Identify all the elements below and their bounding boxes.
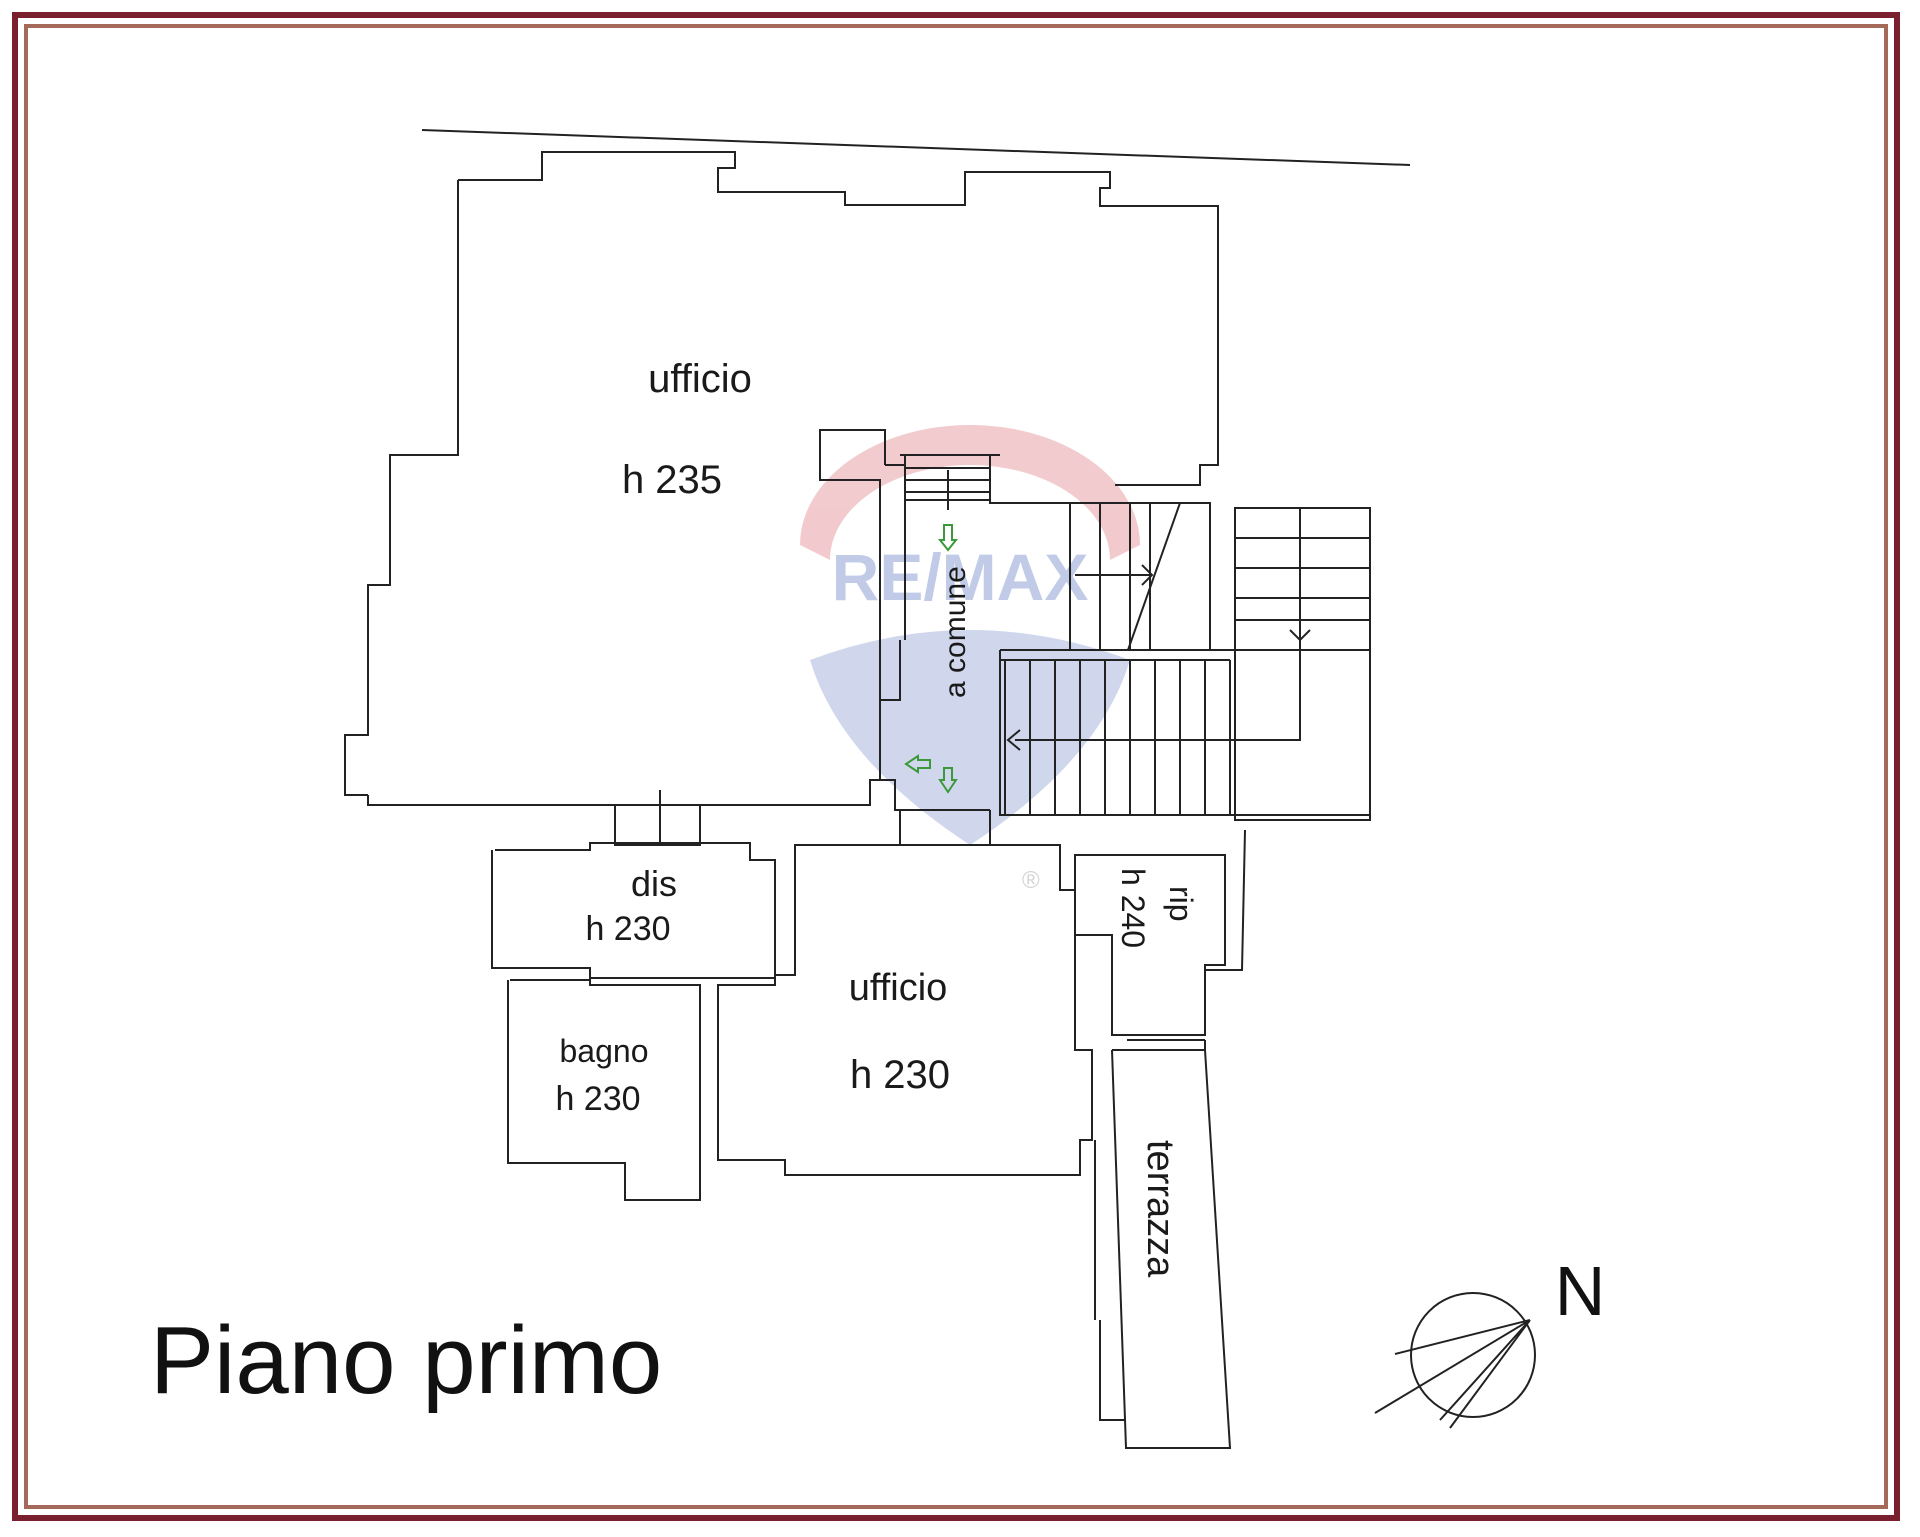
room-a-comune: a comune <box>939 566 972 698</box>
room-rip: rip <box>1163 886 1199 922</box>
remax-watermark: RE/MAX ® <box>800 425 1140 894</box>
page-title: Piano primo <box>150 1307 662 1414</box>
room-rip-height: h 240 <box>1115 868 1151 948</box>
room-ufficio-lower-height: h 230 <box>850 1053 950 1097</box>
room-ufficio-main: ufficio <box>648 357 752 401</box>
room-ufficio-main-height: h 235 <box>622 458 722 502</box>
inner-frame <box>24 24 1888 1509</box>
walls <box>344 129 1411 1449</box>
room-dis: dis <box>631 863 677 904</box>
room-terrazza: terrazza <box>1139 1140 1181 1278</box>
room-bagno-height: h 230 <box>555 1080 640 1118</box>
outer-frame <box>12 12 1900 1521</box>
north-compass <box>1374 1292 1536 1429</box>
green-arrows <box>904 524 959 794</box>
room-bagno: bagno <box>560 1033 649 1069</box>
watermark-text: RE/MAX <box>832 540 1089 614</box>
room-ufficio-lower: ufficio <box>849 967 948 1009</box>
north-label: N <box>1555 1252 1606 1330</box>
watermark-registered: ® <box>1022 867 1040 894</box>
room-dis-height: h 230 <box>585 910 670 948</box>
